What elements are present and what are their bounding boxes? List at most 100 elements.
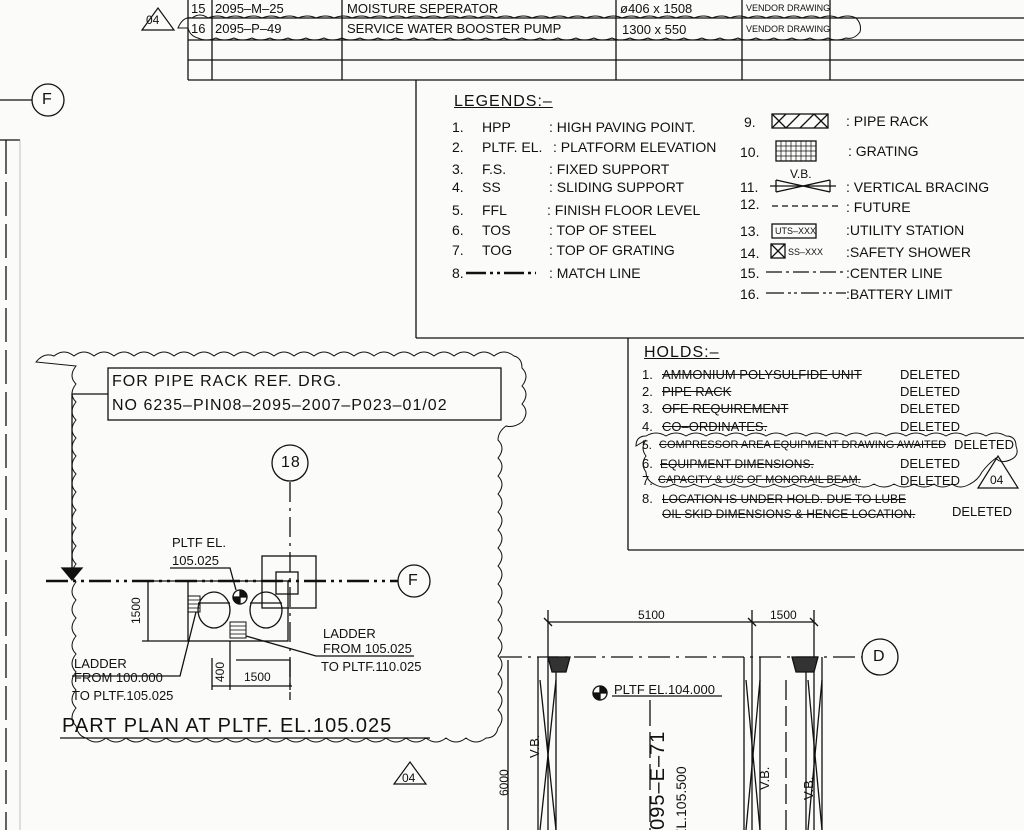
holds-box <box>627 338 1024 551</box>
grid-bubble-d: D <box>873 648 886 665</box>
table-row-tag: 2095–P–49 <box>215 21 282 36</box>
legend-desc: :BATTERY LIMIT <box>846 286 953 302</box>
legends-title: LEGENDS:– <box>454 93 553 110</box>
holds-status: DELETED <box>952 504 1012 519</box>
ladder-right-line2: FROM 105.025 <box>323 641 412 656</box>
holds-text: OFE REQUIREMENT <box>662 401 789 416</box>
part-plan-title: PART PLAN AT PLTF. EL.105.025 <box>62 715 393 737</box>
table-row-desc: SERVICE WATER BOOSTER PUMP <box>347 21 562 36</box>
legend-desc: : TOP OF GRATING <box>549 242 675 258</box>
holds-num: 4. <box>642 419 653 434</box>
holds-num: 8. <box>642 491 653 506</box>
pltf-el-elevation: PLTF EL.104.000 <box>614 682 715 697</box>
table-row-no: 15 <box>191 1 206 16</box>
rev-tag-table: 04 <box>146 13 160 27</box>
holds-text: LOCATION IS UNDER HOLD. DUE TO LUBE <box>662 492 907 506</box>
legend-desc: : FUTURE <box>846 199 911 215</box>
vb-label-left: V.B. <box>527 734 542 758</box>
grid-bubble-f-left: F <box>42 91 53 108</box>
table-row-ref: VENDOR DRAWING <box>746 3 831 13</box>
holds-status: DELETED <box>900 456 960 471</box>
vb-label-mid: V.B. <box>757 766 772 790</box>
legend-num: 14. <box>740 245 760 261</box>
holds-text-line2: OIL SKID DIMENSIONS & HENCE LOCATION. <box>662 507 916 521</box>
legend-abbr: TOS <box>482 222 511 238</box>
legend-num: 3. <box>452 161 464 177</box>
legend-desc: : PLATFORM ELEVATION <box>553 139 717 155</box>
part-plan-rev-tag: 04 <box>402 771 416 785</box>
holds-text: CO–ORDINATES. <box>662 419 768 434</box>
pipe-rack-ref-line1: FOR PIPE RACK REF. DRG. <box>112 373 343 390</box>
holds-status: DELETED <box>900 473 960 488</box>
holds-status: DELETED <box>900 384 960 399</box>
legend-abbr: F.S. <box>482 161 507 177</box>
table-row-no: 16 <box>191 21 206 36</box>
vb-symbol-label: V.B. <box>790 167 812 181</box>
holds-status: DELETED <box>900 367 960 382</box>
legend-num: 10. <box>740 144 760 160</box>
dim-5100: 5100 <box>638 608 665 622</box>
dim-1500-vertical: 1500 <box>129 597 143 624</box>
legend-abbr: PLTF. EL. <box>482 139 543 155</box>
grid-bubble-f-plan: F <box>408 572 419 589</box>
legend-num: 5. <box>452 202 464 218</box>
ss-symbol-label: SS–XXX <box>788 247 824 257</box>
legend-num: 1. <box>452 119 464 135</box>
legend-desc: :SAFETY SHOWER <box>846 244 971 260</box>
legend-num: 7. <box>452 242 464 258</box>
legend-desc: : PIPE RACK <box>846 113 929 129</box>
legend-desc: : FIXED SUPPORT <box>549 161 670 177</box>
legend-num: 11. <box>740 179 759 195</box>
pltf-el-value: 105.025 <box>172 553 219 568</box>
grid-bubble-18: 18 <box>281 454 301 471</box>
holds-text: AMMONIUM POLYSULFIDE UNIT <box>662 367 862 382</box>
legend-desc: :CENTER LINE <box>846 265 943 281</box>
holds-status: DELETED <box>900 419 960 434</box>
legend-abbr: FFL <box>482 202 507 218</box>
legend-num: 15. <box>740 265 760 281</box>
table-row-size: ø406 x 1508 <box>620 1 693 16</box>
holds-num: 1. <box>642 367 653 382</box>
vb-label-right: V.B. <box>801 776 816 800</box>
legend-desc: : MATCH LINE <box>549 265 641 281</box>
legend-abbr: HPP <box>482 119 511 135</box>
elevation-view <box>500 610 899 830</box>
holds-num: 7. <box>642 473 653 488</box>
equipment-tag-elevation: 2095–E–71 <box>647 730 669 830</box>
legend-desc: : SLIDING SUPPORT <box>549 179 685 195</box>
table-row-size: 1300 x 550 <box>622 22 687 37</box>
pltf-el-label: PLTF EL. <box>172 535 226 550</box>
holds-num: 2. <box>642 384 653 399</box>
legend-desc: : FINISH FLOOR LEVEL <box>547 202 701 218</box>
ladder-right-line3: TO PLTF.110.025 <box>321 659 422 674</box>
equipment-table-lines <box>140 0 1024 81</box>
legend-box <box>415 80 1024 339</box>
table-row-desc: MOISTURE SEPERATOR <box>347 1 499 16</box>
legend-num: 6. <box>452 222 464 238</box>
legend-desc: :UTILITY STATION <box>846 222 965 238</box>
legend-abbr: SS <box>482 179 501 195</box>
holds-text: EQUIPMENT DIMENSIONS. <box>660 457 814 471</box>
legend-desc: : HIGH PAVING POINT. <box>549 119 696 135</box>
legend-num: 8. <box>452 265 464 281</box>
ladder-left-line3: TO PLTF.105.025 <box>72 688 174 703</box>
dim-1500-elev: 1500 <box>770 608 797 622</box>
legend-num: 12. <box>740 196 760 212</box>
el-105500: EL.105.500 <box>673 766 689 830</box>
holds-num: 5. <box>642 438 653 452</box>
holds-rev-tag: 04 <box>990 473 1004 487</box>
holds-status: DELETED <box>954 437 1014 452</box>
holds-status: DELETED <box>900 401 960 416</box>
holds-text: CAPACITY & U/S OF MONORAIL BEAM. <box>658 474 861 486</box>
table-row-ref: VENDOR DRAWING <box>746 24 831 34</box>
dim-1500-horizontal: 1500 <box>244 670 271 684</box>
dim-6000: 6000 <box>497 769 511 796</box>
legend-desc: : VERTICAL BRACING <box>846 179 990 195</box>
uts-symbol-label: UTS–XXX <box>775 226 817 236</box>
legend-num: 4. <box>452 179 464 195</box>
legend-num: 16. <box>740 286 760 302</box>
grid-line-f-left <box>0 83 65 830</box>
part-plan-cloud <box>35 351 527 785</box>
